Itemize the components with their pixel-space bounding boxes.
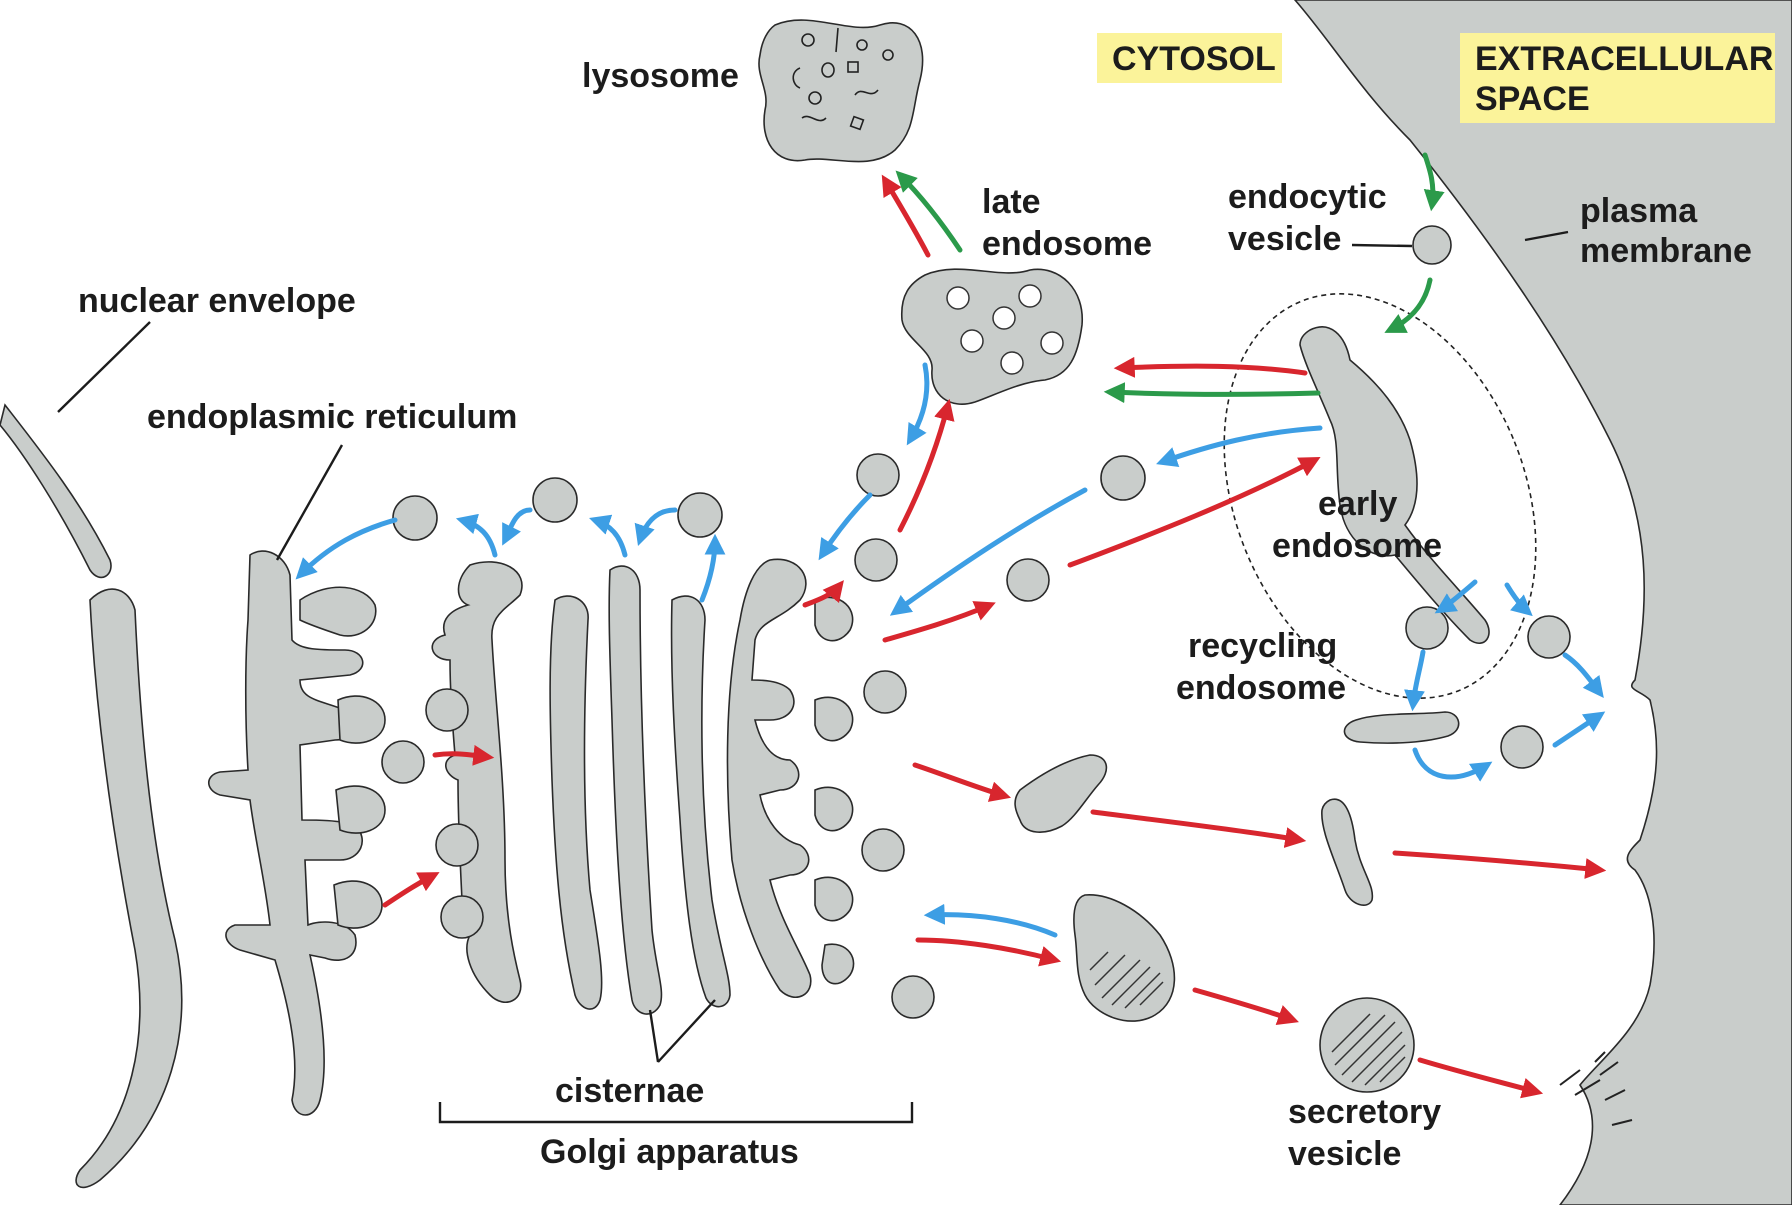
immature-secretory-vesicle: [1073, 894, 1176, 1022]
golgi-bracket: [438, 1102, 914, 1124]
er-knob: [333, 880, 383, 929]
transport-vesicle: [1500, 725, 1544, 769]
leader-endoplasmic-reticulum: [275, 444, 344, 561]
hatch-pattern-icon: [1089, 951, 1164, 1009]
hatch-pattern-icon: [1331, 1013, 1406, 1086]
endoplasmic-reticulum-label: endoplasmic reticulum: [147, 398, 517, 436]
early-endosome-label-line2: endosome: [1272, 527, 1442, 565]
transport-vesicle: [435, 823, 479, 867]
transport-vesicle: [532, 477, 578, 523]
tubular-carrier: [1321, 798, 1374, 906]
lysosome-label: lysosome: [582, 57, 739, 95]
blue-pathway-arrows: [295, 362, 1606, 938]
leader-cisternae: [648, 999, 716, 1063]
extracellular-label-line1: EXTRACELLULAR: [1475, 40, 1773, 78]
transport-vesicle: [677, 492, 723, 538]
transport-vesicle: [1527, 615, 1571, 659]
recycling-endosome-label-line2: endosome: [1176, 669, 1346, 707]
nuclear-envelope-shape: [0, 403, 112, 579]
transport-vesicle: [861, 828, 905, 872]
transport-vesicle: [425, 688, 469, 732]
leader-endocytic-vesicle: [1351, 243, 1413, 248]
transport-vesicle: [854, 538, 898, 582]
er-knob: [299, 586, 377, 637]
plasma-membrane-label-line2: membrane: [1580, 232, 1752, 270]
er-knob: [337, 695, 386, 744]
lysosome-contents-icon: [792, 27, 894, 131]
nuclear-envelope-label: nuclear envelope: [78, 282, 356, 320]
early-endosome-label-line1: early: [1318, 485, 1397, 523]
cisternae-label: cisternae: [555, 1072, 704, 1110]
transport-vesicle: [392, 495, 438, 541]
endocytic-vesicle-label-line2: vesicle: [1228, 220, 1341, 258]
er-tube-outer: [75, 588, 183, 1189]
extracellular-space: [1293, 0, 1792, 1205]
transport-vesicle: [440, 895, 484, 939]
late-endosome-label-line1: late: [982, 183, 1041, 221]
transport-vesicle: [381, 740, 425, 784]
transport-vesicle: [1100, 455, 1146, 501]
leader-plasma-membrane: [1524, 230, 1569, 242]
leader-nuclear-envelope: [57, 321, 151, 413]
golgi-cis-cisterna: [431, 561, 523, 1004]
early-endosome-boundary: [1223, 293, 1537, 699]
plasma-membrane-label-line1: plasma: [1580, 192, 1698, 230]
golgi-medial-cisterna-3: [670, 595, 731, 1008]
tubular-carrier: [1014, 754, 1108, 833]
transport-vesicle: [1405, 606, 1449, 650]
secretory-vesicle-shape: [1319, 997, 1415, 1093]
lysosome-shape: [758, 19, 924, 163]
er-knob: [335, 785, 386, 834]
late-endosome-vesicles-icon: [946, 284, 1064, 375]
late-endosome-label-line2: endosome: [982, 225, 1152, 263]
transport-vesicle: [856, 453, 900, 497]
secretory-vesicle-label-line2: vesicle: [1288, 1135, 1401, 1173]
golgi-trans-network-lobes: [814, 596, 855, 985]
transport-vesicle: [891, 975, 935, 1019]
golgi-medial-cisterna-1: [549, 595, 603, 1010]
extracellular-label-line2: SPACE: [1475, 80, 1590, 118]
transport-vesicle: [1006, 558, 1050, 602]
cytosol-highlight: [1097, 33, 1282, 83]
red-pathway-arrows: [382, 174, 1607, 1099]
secretory-vesicle-label-line1: secretory: [1288, 1093, 1441, 1131]
golgi-trans-cisterna: [726, 558, 812, 999]
endocytic-vesicle-label-line1: endocytic: [1228, 178, 1387, 216]
recycling-endosome-shape: [1343, 711, 1460, 744]
endocytic-vesicle-shape: [1412, 225, 1452, 265]
recycling-endosome-label-line1: recycling: [1188, 627, 1337, 665]
golgi-medial-cisterna-2: [608, 565, 663, 1015]
cytosol-label: CYTOSOL: [1112, 40, 1276, 78]
transport-vesicle: [863, 670, 907, 714]
green-pathway-arrows: [895, 152, 1445, 404]
secreted-content-icon: [1559, 1051, 1633, 1126]
er-main-body: [207, 550, 364, 1116]
extracellular-highlight: [1460, 33, 1775, 123]
early-endosome-shape: [1299, 326, 1490, 644]
golgi-apparatus-label: Golgi apparatus: [540, 1133, 799, 1171]
